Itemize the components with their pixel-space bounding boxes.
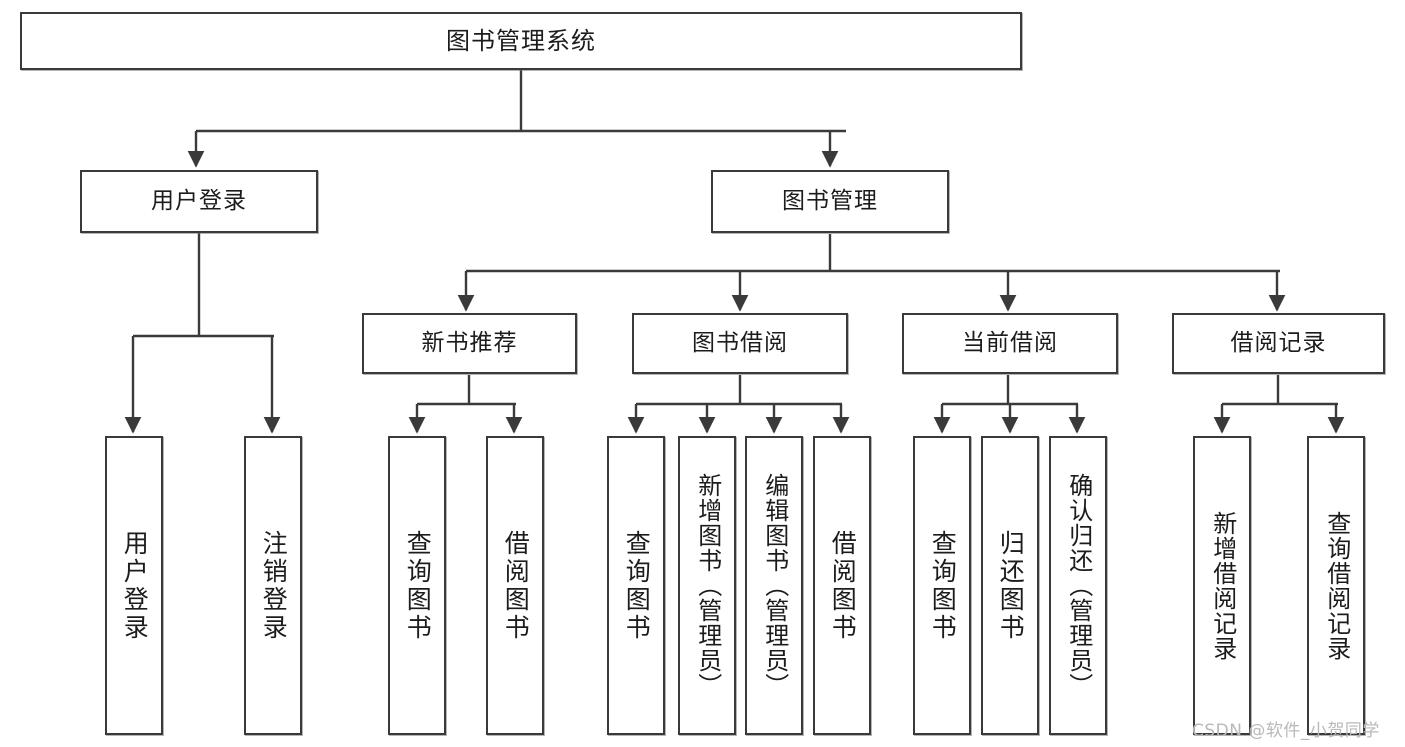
node-label: 确认归还（管理员） [1064,473,1093,698]
leaf-query-book-2[interactable]: 查询图书 [607,436,665,735]
node-label: 查询图书 [928,529,958,642]
node-label: 查询图书 [622,529,652,642]
node-label: 编辑图书（管理员） [760,473,789,698]
leaf-return-book[interactable]: 归还图书 [981,436,1039,735]
node-borrow-record[interactable]: 借阅记录 [1172,313,1385,374]
node-label: 查询借阅记录 [1322,510,1351,661]
node-label: 查询图书 [403,529,433,642]
leaf-user-login[interactable]: 用户登录 [105,436,163,735]
watermark: CSDN @软件_小贺同学 [1192,721,1380,741]
node-label: 图书管理 [782,187,878,214]
leaf-logout-login[interactable]: 注销登录 [244,436,302,735]
node-label: 注销登录 [259,529,289,642]
leaf-borrow-book-1[interactable]: 借阅图书 [486,436,544,735]
node-label: 借阅记录 [1230,329,1327,356]
node-label: 当前借阅 [962,329,1058,356]
node-book-borrow[interactable]: 图书借阅 [632,313,848,374]
leaf-edit-book[interactable]: 编辑图书（管理员） [745,436,803,735]
node-label: 图书借阅 [692,329,788,356]
node-label: 用户登录 [151,187,247,214]
node-label: 借阅图书 [501,529,531,642]
node-user-login[interactable]: 用户登录 [80,170,318,233]
leaf-add-book[interactable]: 新增图书（管理员） [678,436,736,735]
leaf-query-record[interactable]: 查询借阅记录 [1307,436,1365,735]
leaf-borrow-book-2[interactable]: 借阅图书 [813,436,871,735]
node-current-borrow[interactable]: 当前借阅 [902,313,1118,374]
node-label: 新增借阅记录 [1208,510,1237,661]
node-label: 图书管理系统 [446,26,596,55]
node-new-book-recommend[interactable]: 新书推荐 [362,313,577,374]
leaf-query-book-3[interactable]: 查询图书 [913,436,971,735]
node-book-manage[interactable]: 图书管理 [711,170,949,233]
node-root-system[interactable]: 图书管理系统 [20,12,1022,70]
leaf-query-book-1[interactable]: 查询图书 [388,436,446,735]
node-label: 新书推荐 [421,329,518,356]
node-label: 归还图书 [996,529,1026,642]
node-label: 借阅图书 [828,529,858,642]
node-label: 用户登录 [120,529,150,642]
leaf-confirm-return[interactable]: 确认归还（管理员） [1049,436,1107,735]
node-label: 新增图书（管理员） [693,473,722,698]
leaf-add-record[interactable]: 新增借阅记录 [1193,436,1251,735]
